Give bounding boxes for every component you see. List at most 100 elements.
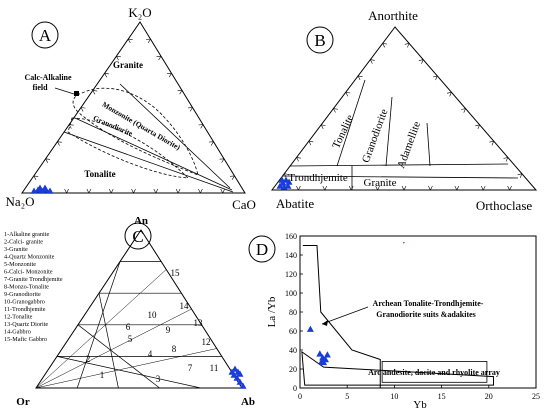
legend-item: 14-Gabbro <box>4 329 31 336</box>
tick-mark <box>128 38 133 41</box>
tick-mark <box>503 157 508 159</box>
tick-mark <box>210 141 214 146</box>
tick-mark <box>231 175 235 180</box>
tick-mark <box>324 185 328 191</box>
tick-mark <box>33 175 39 177</box>
sample-marker <box>41 184 49 191</box>
adakite-field-boundary <box>302 245 381 388</box>
boundary-b-lower <box>282 175 519 179</box>
grid-line <box>98 293 119 389</box>
legend-item: 12-Tonalite <box>4 314 33 321</box>
tick-mark <box>421 59 424 64</box>
tick-mark <box>333 108 338 110</box>
tick-mark <box>322 185 326 191</box>
tick-mark <box>179 90 183 95</box>
tick-mark <box>189 107 193 112</box>
legend-item: 3-Granite <box>4 246 28 253</box>
tick-mark <box>92 90 96 95</box>
sample-marker <box>231 365 239 372</box>
field-number: 8 <box>172 344 177 354</box>
sample-marker <box>316 350 324 357</box>
tick-mark <box>489 140 494 143</box>
tick-mark <box>104 73 108 78</box>
field-number: 3 <box>156 374 161 384</box>
tick-mark <box>158 56 162 61</box>
tick-mark <box>177 188 181 194</box>
ternary-c-grid <box>35 261 222 389</box>
field-b-adamellite: Adamellite <box>395 120 423 170</box>
calc-alkaline-label-line2: field <box>32 83 48 92</box>
legend-item: 6-Calci- Monzonite <box>4 269 53 276</box>
tick-mark <box>88 188 92 194</box>
tick-mark <box>357 75 361 81</box>
field-number: 14 <box>180 301 190 311</box>
y-tick-label: 140 <box>285 251 297 260</box>
sample-marker <box>236 378 244 385</box>
tick-mark <box>358 75 363 78</box>
panel-c-samples <box>228 365 247 389</box>
field-number: 9 <box>166 325 171 335</box>
sample-marker <box>306 325 314 332</box>
grid-line <box>56 356 201 389</box>
x-tick-label: 15 <box>438 392 446 401</box>
tick-mark <box>475 124 480 127</box>
tick-mark <box>127 38 131 44</box>
sample-marker <box>320 358 328 366</box>
tick-mark <box>435 75 438 81</box>
legend-item: 4-Quartz Monzonite <box>4 254 55 261</box>
plot-d-fields <box>301 241 495 388</box>
legend-item: 5-Monzonite <box>4 261 36 268</box>
tick-mark <box>45 158 49 163</box>
panel-b-samples <box>276 176 293 190</box>
field-number: 1 <box>100 370 105 380</box>
tick-mark <box>108 188 112 194</box>
legend-item: 15-Mafic Gabbro <box>4 336 47 343</box>
stray-dot <box>403 241 405 244</box>
x-tick-label: 25 <box>532 392 540 401</box>
tick-mark <box>509 185 512 191</box>
tick-mark <box>517 173 522 176</box>
apex-b-left: Abatite <box>276 196 314 211</box>
tick-mark <box>33 175 37 180</box>
tick-mark <box>80 107 84 112</box>
apex-c-left: Or <box>16 396 30 408</box>
tick-mark <box>370 59 373 64</box>
tick-mark <box>284 173 289 175</box>
tick-mark <box>45 158 51 160</box>
tick-mark <box>153 188 157 194</box>
tick-mark <box>131 188 134 194</box>
calc-alkaline-marker <box>74 91 79 96</box>
boundary-b-horizontal <box>289 163 509 167</box>
ternary-a-ticks <box>33 38 235 194</box>
x-tick-label: 10 <box>390 392 398 401</box>
boundary-calc-alkaline <box>119 83 231 189</box>
y-tick-label: 20 <box>289 365 297 374</box>
field-number: 4 <box>148 349 153 359</box>
tick-mark <box>57 141 62 143</box>
tick-mark <box>348 185 352 191</box>
apex-a-right: CaO <box>232 197 256 212</box>
field-number: 10 <box>148 310 158 320</box>
tick-mark <box>296 157 302 159</box>
tick-mark <box>320 124 324 129</box>
tick-mark <box>321 124 326 126</box>
tick-mark <box>377 185 380 191</box>
tick-mark <box>308 140 314 143</box>
tick-mark <box>80 107 86 109</box>
tick-mark <box>370 59 375 61</box>
granodiorite-field-outline <box>67 117 190 179</box>
tick-mark <box>463 108 466 113</box>
tick-mark <box>104 73 110 75</box>
tick-mark <box>449 92 452 97</box>
tick-mark <box>296 157 299 162</box>
apex-c-top: An <box>134 215 148 227</box>
tick-mark <box>454 185 458 191</box>
sample-marker <box>239 382 247 389</box>
tick-mark <box>403 185 407 191</box>
tick-mark <box>430 185 433 191</box>
field-number: 15 <box>171 268 181 278</box>
